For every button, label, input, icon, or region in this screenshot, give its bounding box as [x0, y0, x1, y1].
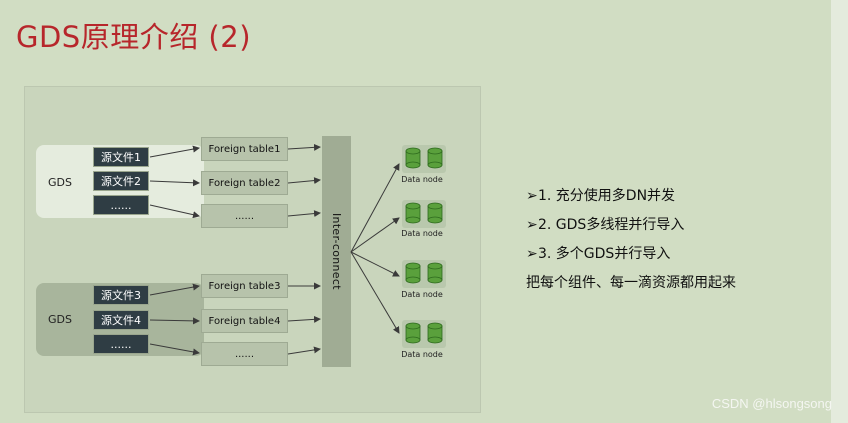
arrow-more2-ft: [149, 343, 200, 356]
foreign-table-1: Foreign table1: [201, 137, 288, 161]
source-file-more-2: ......: [93, 334, 149, 354]
foreign-table-more-2: ......: [201, 342, 288, 366]
source-file-more-1: ......: [93, 195, 149, 215]
arrow-ft2-ic: [287, 177, 321, 185]
arrow-src1-ft1: [149, 145, 200, 158]
interconnect-label-wrap: Inter-connect: [322, 136, 351, 367]
foreign-table-more-1: ......: [201, 204, 288, 228]
arrow-ftm2-ic: [287, 346, 321, 355]
data-node-1: [400, 143, 448, 177]
data-node-label-3: Data node: [401, 290, 443, 299]
foreign-table-2: Foreign table2: [201, 171, 288, 195]
arrow-src2-ft2: [149, 179, 200, 187]
data-node-label-2: Data node: [401, 229, 443, 238]
gds-label-2: GDS: [48, 313, 72, 326]
interconnect-label: Inter-connect: [330, 213, 343, 290]
source-file-3: 源文件3: [93, 285, 149, 305]
source-file-1: 源文件1: [93, 147, 149, 167]
gds-label-1: GDS: [48, 176, 72, 189]
source-file-4: 源文件4: [93, 310, 149, 330]
bullet-item-1: ➢1. 充分使用多DN并发: [526, 182, 736, 211]
arrow-ic-dn1: [350, 163, 400, 253]
database-icon: [402, 145, 446, 173]
database-icon: [402, 260, 446, 288]
bullet-arrow-icon: ➢: [526, 246, 538, 262]
arrow-src4-ft4: [149, 317, 200, 325]
bullet-arrow-icon: ➢: [526, 188, 538, 204]
arrow-ic-dn3: [350, 251, 400, 277]
slide-edge: [831, 0, 848, 423]
watermark: CSDN @hlsongsong: [711, 396, 832, 411]
data-node-label-4: Data node: [401, 350, 443, 359]
bullet-item-2: ➢2. GDS多线程并行导入: [526, 211, 736, 240]
data-node-2: [400, 198, 448, 232]
arrow-ft1-ic: [287, 143, 321, 151]
database-icon: [402, 320, 446, 348]
source-file-2: 源文件2: [93, 171, 149, 191]
foreign-table-4: Foreign table4: [201, 309, 288, 333]
slide-title: GDS原理介绍 (2): [16, 20, 252, 54]
interconnect-bar: [322, 136, 351, 367]
data-node-label-1: Data node: [401, 175, 443, 184]
database-icon: [402, 200, 446, 228]
arrow-ic-dn2: [350, 217, 400, 253]
arrow-src3-ft3: [149, 283, 200, 296]
arrow-ic-dn4: [350, 251, 400, 334]
bullet-list: ➢1. 充分使用多DN并发 ➢2. GDS多线程并行导入 ➢3. 多个GDS并行…: [526, 182, 736, 298]
foreign-table-3: Foreign table3: [201, 274, 288, 298]
bullet-item-3: ➢3. 多个GDS并行导入: [526, 240, 736, 269]
bullet-arrow-icon: ➢: [526, 217, 538, 233]
data-node-3: [400, 258, 448, 292]
arrow-ft4-ic: [287, 315, 321, 323]
summary-text: 把每个组件、每一滴资源都用起来: [526, 275, 736, 291]
arrow-more1-ft: [149, 204, 200, 219]
data-node-4: [400, 318, 448, 352]
arrow-ftm1-ic: [287, 210, 321, 218]
